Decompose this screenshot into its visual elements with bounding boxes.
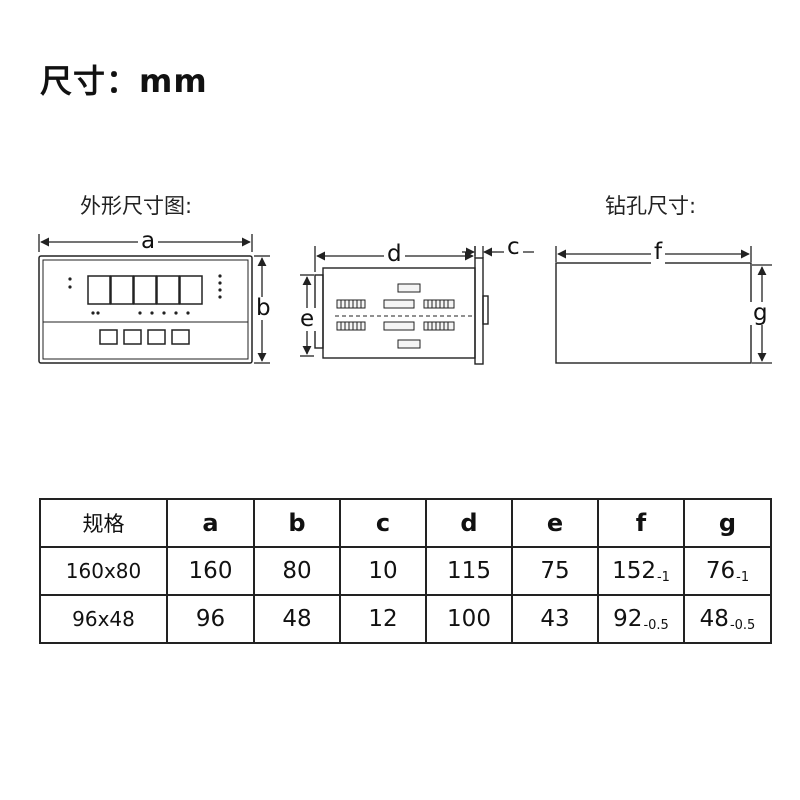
value-g: 76: [705, 557, 736, 584]
digit-5: [179, 275, 203, 305]
table-row: 160x80 160 80 10 115 75 152-1 76-1: [39, 546, 772, 596]
cell-e: 43: [511, 594, 599, 644]
cell-g: 76-1: [683, 546, 772, 596]
table-row: 96x48 96 48 12 100 43 92-0.5 48-0.5: [39, 594, 772, 644]
cell-model: 160x80: [39, 546, 168, 596]
cell-b: 48: [253, 594, 341, 644]
table-header-row: 规格 a b c d e f g: [39, 498, 772, 548]
header-c: c: [339, 498, 427, 548]
front-view: [38, 255, 253, 364]
cell-b: 80: [253, 546, 341, 596]
drill-hole-view: [555, 262, 752, 364]
header-a: a: [166, 498, 255, 548]
header-d: d: [425, 498, 513, 548]
cell-f: 152-1: [597, 546, 685, 596]
value-g: 48: [699, 605, 729, 632]
cell-model: 96x48: [39, 594, 168, 644]
cell-c: 12: [339, 594, 427, 644]
front-key-3: [147, 329, 166, 345]
header-f: f: [597, 498, 685, 548]
dim-letter-b: b: [253, 297, 274, 320]
dimension-diagrams: [38, 234, 772, 365]
value-f: 152: [612, 557, 656, 584]
drill-hole-outline: [555, 262, 752, 364]
value-f: 92: [613, 605, 643, 632]
side-front-bezel: [474, 257, 484, 365]
dim-letter-a: a: [138, 230, 159, 253]
tolerance-g: -1: [736, 569, 750, 585]
cell-e: 75: [511, 546, 599, 596]
drill-hole-label: 钻孔尺寸:: [605, 194, 697, 218]
page-title: 尺寸：mm: [40, 62, 208, 100]
front-key-2: [123, 329, 142, 345]
tolerance-f: -1: [656, 569, 670, 585]
cell-d: 115: [425, 546, 513, 596]
digit-1: [87, 275, 111, 305]
digit-3: [133, 275, 157, 305]
cell-a: 96: [166, 594, 255, 644]
dim-letter-f: f: [651, 241, 666, 264]
dim-letter-d: d: [384, 243, 405, 266]
cell-d: 100: [425, 594, 513, 644]
dim-letter-c: c: [504, 236, 523, 259]
spec-table: 规格 a b c d e f g 160x80 160 80 10 115 75…: [39, 498, 772, 644]
digit-2: [110, 275, 134, 305]
header-b: b: [253, 498, 341, 548]
cell-a: 160: [166, 546, 255, 596]
front-key-1: [99, 329, 118, 345]
front-key-4: [171, 329, 190, 345]
front-inner-frame: [42, 259, 249, 360]
outline-diagram-label: 外形尺寸图:: [80, 194, 193, 218]
header-spec: 规格: [39, 498, 168, 548]
cell-c: 10: [339, 546, 427, 596]
cell-g: 48-0.5: [683, 594, 772, 644]
side-clip-hatching: [340, 300, 449, 330]
side-clips: [336, 283, 455, 349]
dim-letter-e: e: [297, 308, 318, 331]
front-indicator-leds: [68, 274, 222, 315]
header-e: e: [511, 498, 599, 548]
digit-4: [156, 275, 180, 305]
side-front-tab: [482, 295, 489, 325]
header-g: g: [683, 498, 772, 548]
tolerance-g: -0.5: [729, 617, 756, 633]
front-outer-frame: [38, 255, 253, 364]
cell-f: 92-0.5: [597, 594, 685, 644]
tolerance-f: -0.5: [643, 617, 669, 633]
dim-letter-g: g: [750, 302, 771, 325]
